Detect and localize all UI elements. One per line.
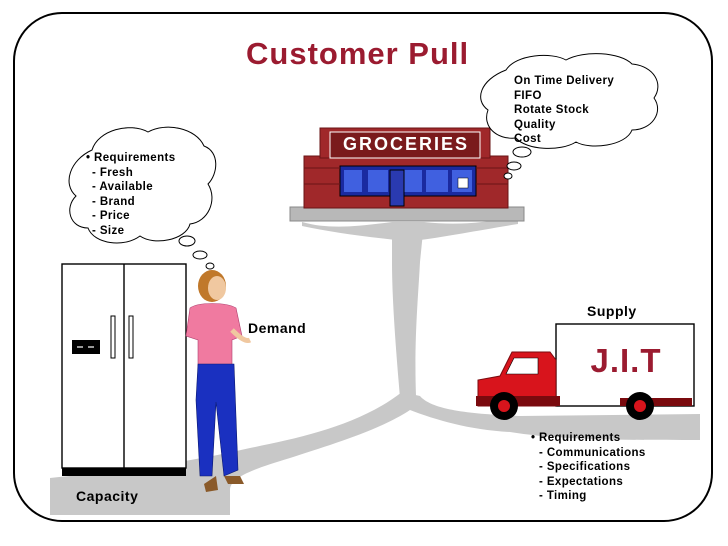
top-bubble-item: Cost xyxy=(514,133,542,145)
truck-jit-text: J.I.T xyxy=(590,342,662,379)
top-bubble-item: FIFO xyxy=(514,89,542,102)
ice-dispenser xyxy=(72,340,100,354)
left-thought-bubble xyxy=(68,126,217,270)
left-bubble-item: - Brand xyxy=(92,195,136,208)
store-platform xyxy=(289,206,525,222)
bottom-list-item: - Timing xyxy=(539,490,587,502)
capacity-label: Capacity xyxy=(76,488,139,504)
store-sign-board xyxy=(329,131,481,159)
left-bubble-item: - Fresh xyxy=(92,166,134,179)
bottom-requirements-list: • Requirements - Communications - Specif… xyxy=(531,431,646,504)
left-bubble-item: - Size xyxy=(92,224,125,237)
bullet-icon: • xyxy=(531,432,536,444)
top-bubble-item: Quality xyxy=(514,118,556,131)
top-bubble-list: On Time Delivery FIFO Rotate Stock Quali… xyxy=(514,74,614,147)
refrigerator xyxy=(61,263,187,476)
store-door xyxy=(389,169,405,207)
top-bubble-item: On Time Delivery xyxy=(514,75,615,87)
bottom-list-item: - Communications xyxy=(539,446,646,459)
bullet-icon: • xyxy=(86,152,91,164)
store-sign-text: GROCERIES xyxy=(342,134,470,154)
bottom-list-heading: Requirements xyxy=(539,432,621,444)
left-bubble-list: • Requirements - Fresh - Available - Bra… xyxy=(86,151,176,238)
top-thought-bubble xyxy=(480,53,659,180)
bottom-list-item: - Expectations xyxy=(539,475,624,488)
supply-label: Supply xyxy=(587,303,637,319)
grocery-store xyxy=(303,127,509,209)
left-bubble-item: - Available xyxy=(92,181,154,193)
truck-cargo xyxy=(555,323,695,407)
bottom-list-item: - Specifications xyxy=(539,461,631,473)
jit-truck xyxy=(476,323,695,420)
left-bubble-item: - Price xyxy=(92,210,130,222)
customer-figure xyxy=(185,270,252,492)
demand-label: Demand xyxy=(248,320,307,336)
page-title: Customer Pull xyxy=(246,36,470,71)
left-bubble-heading: Requirements xyxy=(94,152,176,164)
top-bubble-item: Rotate Stock xyxy=(514,104,590,116)
